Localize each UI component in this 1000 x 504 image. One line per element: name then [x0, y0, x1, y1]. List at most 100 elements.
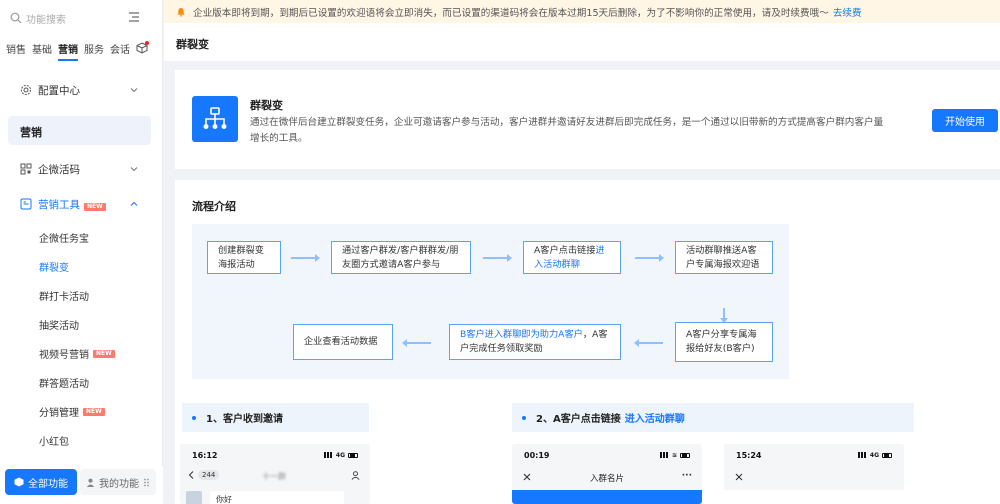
apps-icon[interactable] [136, 41, 149, 54]
sidebar-item-label: 配置中心 [38, 84, 80, 97]
page-header: 群裂变 [164, 23, 1000, 61]
renew-link[interactable]: 去续费 [832, 7, 862, 19]
search-input[interactable]: 功能搜索 [10, 9, 130, 27]
notice-text: 企业版本即将到期，到期后已设置的欢迎语将会立即消失，而已设置的渠道码将会在版本过… [193, 7, 829, 19]
step-tab-1: 1、客户收到邀请 [182, 403, 369, 432]
network-label: 4G [335, 451, 345, 459]
chevron-down-icon [130, 88, 138, 93]
phone-mockup-chat: 16:12 4G 244 十一群 你好 [180, 444, 370, 504]
module-tabs: 销售 基础 营销 服务 会话 [6, 41, 149, 61]
flow-step-share-poster: A客户分享专属海报给好友(B客户) [675, 322, 773, 362]
more-icon[interactable]: ··· [681, 471, 692, 481]
sidebar-section-marketing: 营销 [8, 116, 151, 145]
step-tab-label: 1、客户收到邀请 [206, 414, 283, 425]
phone-time: 15:24 [736, 450, 762, 460]
section-title: 营销 [20, 126, 42, 139]
phone-mockup-group-card: 00:19 ≋ 入群名片 ··· [512, 444, 702, 504]
sidebar-item-group-checkin[interactable]: 群打卡活动 [39, 292, 89, 303]
phone-status-bar: 15:24 4G [724, 444, 904, 466]
flow-step-text-highlight: B客户进入群聊即为助力A客户 [460, 329, 583, 340]
my-functions-button[interactable]: 我的功能 [80, 469, 156, 495]
phone-time: 16:12 [192, 450, 218, 460]
sidebar-item-label: 分销管理 [39, 408, 79, 419]
group-card-banner [512, 490, 702, 504]
wifi-icon: ≋ [671, 451, 677, 459]
marketing-tools-label: 营销工具 [38, 198, 80, 211]
sidebar-item-distribution[interactable]: 分销管理 NEW [39, 404, 105, 419]
sidebar-bottom-bar: 全部功能 我的功能 [0, 466, 163, 504]
close-icon[interactable] [523, 473, 531, 481]
close-icon[interactable] [735, 473, 743, 481]
step-tab-link[interactable]: 进入活动群聊 [624, 414, 685, 425]
phone-status-bar: 16:12 4G [180, 444, 370, 466]
sidebar-item-task-treasure[interactable]: 企微任务宝 [39, 234, 89, 245]
tab-conversation[interactable]: 会话 [110, 45, 130, 56]
chevron-down-icon [130, 167, 138, 172]
network-label: 4G [869, 451, 879, 459]
start-using-button[interactable]: 开始使用 [932, 109, 998, 132]
bullet-dot [522, 415, 526, 420]
chat-bubble: 你好 [210, 491, 344, 504]
sidebar-item-lottery[interactable]: 抽奖活动 [39, 321, 79, 332]
sidebar-item-label: 企微活码 [38, 163, 80, 176]
sidebar-item-group-fission[interactable]: 群裂变 [39, 263, 69, 274]
tab-marketing[interactable]: 营销 [58, 41, 78, 61]
signal-icon [659, 452, 669, 458]
new-badge: NEW [83, 407, 105, 416]
intro-title: 群裂变 [250, 99, 283, 112]
flow-step-welcome-poster: 活动群聊推送A客户专属海报欢迎语 [675, 241, 773, 274]
tab-basic[interactable]: 基础 [32, 45, 52, 56]
drag-handle-icon [144, 478, 149, 486]
profile-icon[interactable] [351, 471, 360, 480]
all-functions-label: 全部功能 [28, 478, 68, 490]
flow-step-text-pre: A客户点击链接 [534, 244, 596, 256]
sidebar-item-label: 营销工具 NEW [38, 197, 106, 212]
qrcode-icon [20, 163, 32, 175]
flow-step-text: B客户进入群聊即为助力A客户，A客户完成任务领取奖励 [460, 328, 610, 356]
bullet-dot [192, 415, 196, 420]
tools-icon [20, 198, 32, 210]
new-badge: NEW [84, 202, 106, 211]
chevron-up-icon [130, 201, 138, 206]
chat-title: 十一群 [262, 472, 286, 481]
search-icon [10, 12, 22, 24]
sidebar-item-wecom-code[interactable]: 企微活码 [0, 155, 163, 183]
flow-arrow [483, 254, 512, 262]
all-functions-button[interactable]: 全部功能 [5, 469, 77, 495]
gear-icon [20, 84, 32, 96]
tab-service[interactable]: 服务 [84, 45, 104, 56]
flow-step-view-data: 企业查看活动数据 [293, 324, 393, 360]
flow-step-assist: B客户进入群聊即为助力A客户，A客户完成任务领取奖励 [449, 324, 621, 360]
sidebar-item-group-quiz[interactable]: 群答题活动 [39, 379, 89, 390]
avatar [186, 491, 202, 504]
signal-icon [857, 452, 867, 458]
flow-step-create: 创建群裂变海报活动 [207, 241, 281, 274]
flow-arrow [402, 339, 431, 347]
sidebar-item-config-center[interactable]: 配置中心 [0, 76, 163, 104]
sidebar-item-marketing-tools[interactable]: 营销工具 NEW [0, 190, 163, 218]
battery-icon [680, 452, 690, 458]
page-body [724, 490, 904, 504]
intro-description: 通过在微伴后台建立群裂变任务，企业可邀请客户参与活动，客户进群并邀请好友进群后即… [250, 117, 884, 144]
collapse-menu-icon[interactable] [128, 11, 140, 23]
sidebar: 功能搜索 销售 基础 营销 服务 会话 配置中心 营销 企微活码 营销工具 NEW… [0, 0, 163, 504]
user-icon [86, 478, 95, 487]
flow-arrow [634, 339, 663, 347]
group-card-title: 入群名片 [589, 474, 624, 484]
phone-mockup-blank: 15:24 4G [724, 444, 904, 504]
sidebar-item-label: 视频号营销 [39, 350, 89, 361]
chat-back[interactable]: 244 [188, 470, 220, 480]
bell-icon [177, 7, 185, 17]
phone-status-bar: 00:19 ≋ [512, 444, 702, 466]
my-functions-label: 我的功能 [99, 478, 139, 490]
group-fission-icon [192, 96, 238, 142]
renewal-notice-bar: 企业版本即将到期，到期后已设置的欢迎语将会立即消失，而已设置的渠道码将会在版本过… [164, 0, 1000, 23]
battery-icon [348, 452, 358, 458]
tab-sales[interactable]: 销售 [6, 45, 26, 56]
phone-time: 00:19 [524, 450, 550, 460]
flow-arrow-down [720, 308, 728, 323]
sidebar-item-red-packet[interactable]: 小红包 [39, 437, 69, 448]
flow-step-text-highlight: 进入活动群聊 [534, 244, 605, 270]
step-tab-2: 2、A客户点击链接 进入活动群聊 [512, 403, 914, 432]
